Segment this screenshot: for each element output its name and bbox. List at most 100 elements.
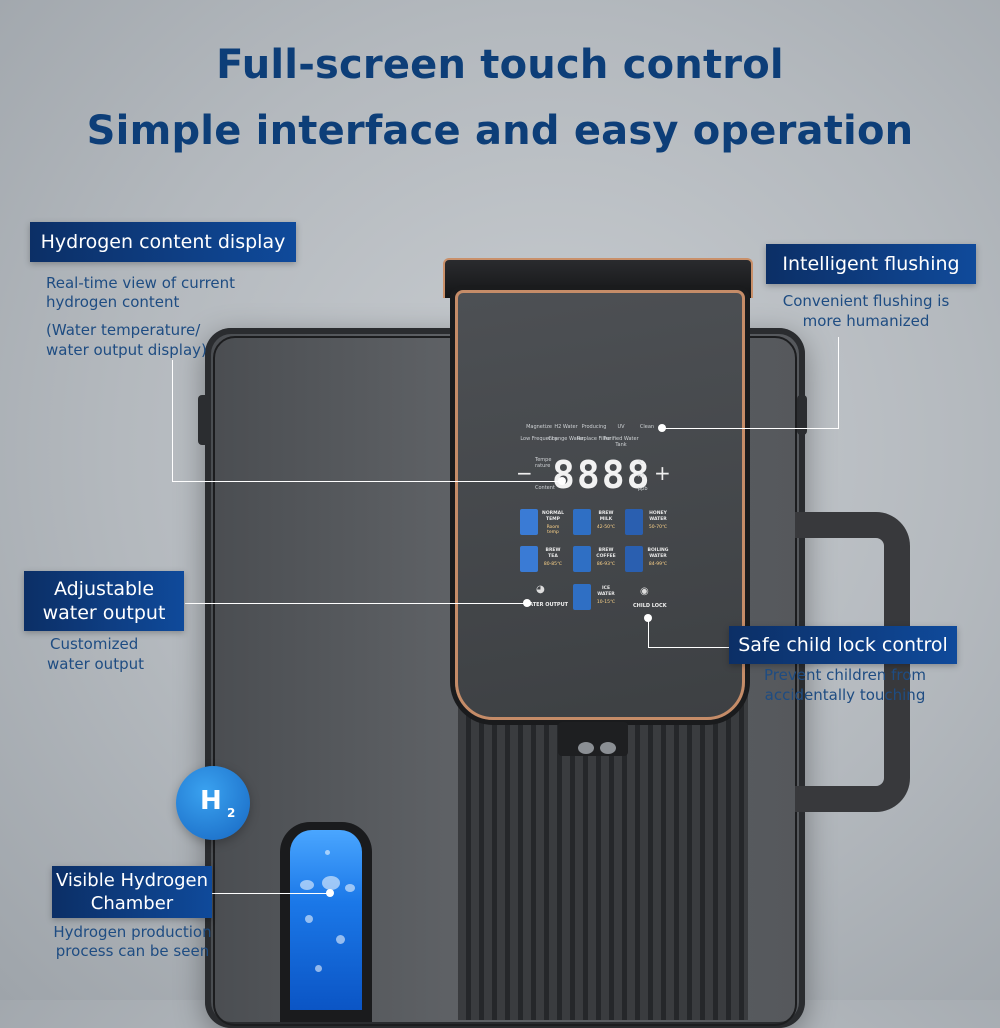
headline-line-1: Full-screen touch control <box>216 42 784 88</box>
hydrogen-display-title: Hydrogen content display <box>30 222 296 262</box>
unit-celsius: ℃ <box>638 460 644 466</box>
mode-honey-water-button[interactable]: HONEY WATER 50-70℃ <box>625 509 671 535</box>
temperature-label: Tempe rature <box>535 457 552 469</box>
connector-line <box>172 481 562 482</box>
mode-name: NORMAL TEMP <box>542 511 564 522</box>
mode-normal-temp-button[interactable]: NORMAL TEMP Room temp <box>520 509 566 535</box>
decrease-button[interactable]: − <box>516 461 533 485</box>
child-lock-desc-2: accidentally touching <box>764 686 926 704</box>
flushing-desc-2: more humanized <box>802 312 930 330</box>
bubble <box>336 935 345 944</box>
mode-boiling-water-button[interactable]: BOILING WATER 84-99℃ <box>625 546 671 572</box>
child-lock-label: CHILD LOCK <box>633 603 667 609</box>
status-change-water: Change Water <box>548 436 584 442</box>
spout-nozzle-right <box>600 742 616 754</box>
touch-panel <box>455 290 745 720</box>
mode-range: 10-15℃ <box>596 600 616 605</box>
bubble <box>315 965 322 972</box>
chamber-desc-2: process can be seen <box>55 942 210 960</box>
connector-dot <box>558 477 566 485</box>
water-output-icon[interactable]: ◕ <box>536 584 545 595</box>
status-purified-tank: Purified Water Tank <box>603 436 639 448</box>
seven-segment-display: 8888 <box>552 453 652 497</box>
connector-line <box>185 603 527 604</box>
hydrogen-chamber-water <box>290 830 362 1010</box>
mode-range: Room temp <box>546 525 560 535</box>
hydrogen-badge-icon <box>176 766 250 840</box>
bubble <box>322 876 340 890</box>
mode-range: 42-50℃ <box>596 525 616 530</box>
mode-brew-coffee-button[interactable]: BREW COFFEE 86-93℃ <box>573 546 619 572</box>
hydrogen-display-desc-4: water output display) <box>46 341 207 359</box>
mode-name: BOILING WATER <box>647 548 669 559</box>
hydrogen-badge-h: H <box>200 786 222 816</box>
unit-ppb: ppb <box>638 486 648 492</box>
child-lock-icon[interactable]: ◉ <box>640 586 649 597</box>
mode-brew-tea-button[interactable]: BREW TEA 80-85℃ <box>520 546 566 572</box>
flushing-title: Intelligent flushing <box>766 244 976 284</box>
connector-line <box>648 618 649 648</box>
chamber-title-line-1: Visible Hydrogen <box>55 870 209 891</box>
status-clean[interactable]: Clean <box>639 424 655 430</box>
status-producing: Producing <box>581 424 607 430</box>
hydrogen-display-desc-3: (Water temperature/ <box>46 321 201 339</box>
connector-dot <box>644 614 652 622</box>
child-lock-title: Safe child lock control <box>729 626 957 664</box>
mode-ice-water-button[interactable]: ICE WATER 10-15℃ <box>573 584 619 610</box>
bubble <box>300 880 314 890</box>
chamber-title-line-2: Chamber <box>90 893 174 914</box>
mode-name: HONEY WATER <box>649 511 667 522</box>
increase-button[interactable]: + <box>654 461 671 485</box>
hydrogen-badge-sub: 2 <box>227 806 236 820</box>
water-output-title-line-2: water output <box>42 602 166 624</box>
side-button-right <box>797 395 807 435</box>
tea-cup-icon <box>520 546 538 572</box>
glass-icon <box>520 509 538 535</box>
headline-line-2: Simple interface and easy operation <box>86 108 914 154</box>
mode-range: 84-99℃ <box>648 562 668 567</box>
connector-line <box>648 647 730 648</box>
water-output-title-line-1: Adjustable <box>53 578 155 600</box>
water-output-label: WATER OUTPUT <box>524 602 569 608</box>
chamber-title: Visible Hydrogen Chamber <box>52 866 212 918</box>
connector-dot <box>326 889 334 897</box>
mode-name: BREW COFFEE <box>596 548 616 559</box>
connector-dot <box>523 599 531 607</box>
status-h2-water: H2 Water <box>554 424 578 430</box>
connector-dot <box>658 424 666 432</box>
mode-range: 86-93℃ <box>596 562 616 567</box>
chamber-desc-1: Hydrogen production <box>53 923 212 941</box>
status-replace-filter: Replace Filter <box>577 436 611 442</box>
water-output-title: Adjustable water output <box>24 571 184 631</box>
mode-brew-milk-button[interactable]: BREW MILK 42-50℃ <box>573 509 619 535</box>
hydrogen-display-desc-2: hydrogen content <box>46 293 180 311</box>
bubble <box>325 850 330 855</box>
hydrogen-display-desc-1: Real-time view of current <box>46 274 236 292</box>
mode-range: 80-85℃ <box>543 562 563 567</box>
water-output-desc-2: water output <box>47 655 144 673</box>
connector-line <box>662 428 839 429</box>
bubble <box>305 915 313 923</box>
mode-name: BREW TEA <box>545 548 561 559</box>
side-button-left <box>198 395 210 445</box>
coffee-cup-icon <box>573 546 591 572</box>
connector-line <box>205 893 330 894</box>
status-magnetize: Magnetize <box>526 424 552 430</box>
status-uv: UV <box>617 424 625 430</box>
mode-name: BREW MILK <box>598 511 614 522</box>
status-low-frequency: Low Frequency <box>520 436 558 442</box>
connector-line <box>172 360 173 482</box>
content-label: Content <box>535 485 555 491</box>
mode-range: 50-70℃ <box>648 525 668 530</box>
water-output-desc-1: Customized <box>50 635 139 653</box>
unit-ml: ml <box>638 473 645 479</box>
connector-line <box>838 337 839 429</box>
spout-nozzle-left <box>578 742 594 754</box>
ice-glass-icon <box>573 584 591 610</box>
child-lock-desc-1: Prevent children from <box>764 666 926 684</box>
flushing-desc-1: Convenient flushing is <box>782 292 950 310</box>
mode-name: ICE WATER <box>597 586 615 597</box>
milk-bottle-icon <box>573 509 591 535</box>
bubble <box>345 884 355 892</box>
honey-icon <box>625 509 643 535</box>
